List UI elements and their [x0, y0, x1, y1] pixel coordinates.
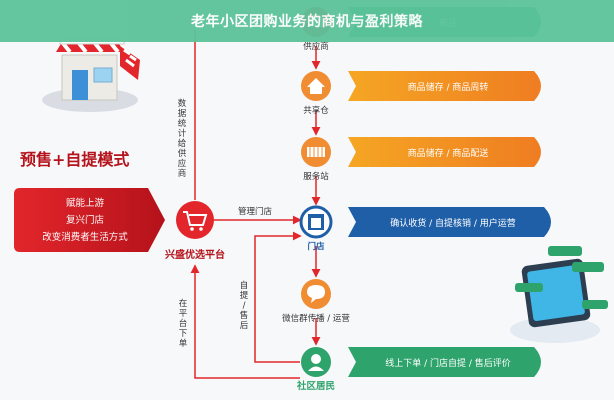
- page-title: 老年小区团购业务的商机与盈利策略: [191, 14, 423, 30]
- node-label-wechat: 微信群传播 / 运营: [282, 313, 350, 324]
- node-label-supplier: 供应商: [303, 41, 329, 52]
- node-label-service: 服务站: [303, 171, 329, 182]
- shop-illustration: [42, 37, 140, 112]
- chat-bubble-icon: [307, 285, 325, 303]
- pill-residents: 线上下单 / 门店自提 / 售后评价: [348, 347, 541, 377]
- person-icon: [308, 354, 324, 371]
- self-pickup-loop: [254, 231, 302, 363]
- shopping-cart-icon: [183, 211, 208, 231]
- self-pickup-label: 自提/售后: [240, 280, 249, 331]
- pill-text-service: 商品储存 / 商品配送: [408, 147, 489, 159]
- node-warehouse: 共享仓: [301, 71, 331, 116]
- pill-store: 确认收货 / 自提核销 / 用户运营: [348, 207, 551, 237]
- node-label-residents: 社区居民: [296, 380, 335, 392]
- online-order-loop: [190, 264, 300, 379]
- pill-text-store: 确认收货 / 自提核销 / 用户运营: [390, 217, 516, 229]
- platform-label: 兴盛优选平台: [165, 248, 225, 261]
- pill-warehouse: 商品储存 / 商品周转: [348, 71, 541, 101]
- pill-service: 商品储存 / 商品配送: [348, 137, 541, 167]
- online-order-label: 在平台下单: [179, 298, 188, 349]
- warehouse-icon: [307, 78, 325, 94]
- node-store: 门店: [299, 205, 333, 252]
- mode-title: 预售+自提模式: [20, 150, 129, 169]
- node-label-store: 门店: [307, 241, 325, 252]
- platform-node: 兴盛优选平台: [165, 201, 225, 261]
- left-box-line-2: 复兴门店: [66, 214, 104, 226]
- manage-store-label: 管理门店: [238, 206, 273, 217]
- left-box-line-3: 改变消费者生活方式: [42, 231, 128, 243]
- title-banner: 老年小区团购业务的商机与盈利策略: [0, 0, 614, 42]
- truck-icon: [307, 147, 325, 157]
- left-box-line-1: 赋能上游: [66, 197, 105, 209]
- data-stats-label: 数据统计给供应商: [178, 98, 187, 179]
- pill-text-residents: 线上下单 / 门店自提 / 售后评价: [385, 357, 511, 369]
- store-icon: [308, 214, 324, 230]
- node-service: 服务站: [301, 137, 331, 182]
- pill-text-warehouse: 商品储存 / 商品周转: [408, 81, 489, 93]
- device-illustration: [510, 246, 608, 343]
- node-wechat: 微信群传播 / 运营: [282, 279, 350, 324]
- node-label-warehouse: 共享仓: [303, 105, 329, 116]
- left-benefit-box: 赋能上游 复兴门店 改变消费者生活方式: [14, 188, 165, 252]
- node-residents: 社区居民: [296, 347, 335, 392]
